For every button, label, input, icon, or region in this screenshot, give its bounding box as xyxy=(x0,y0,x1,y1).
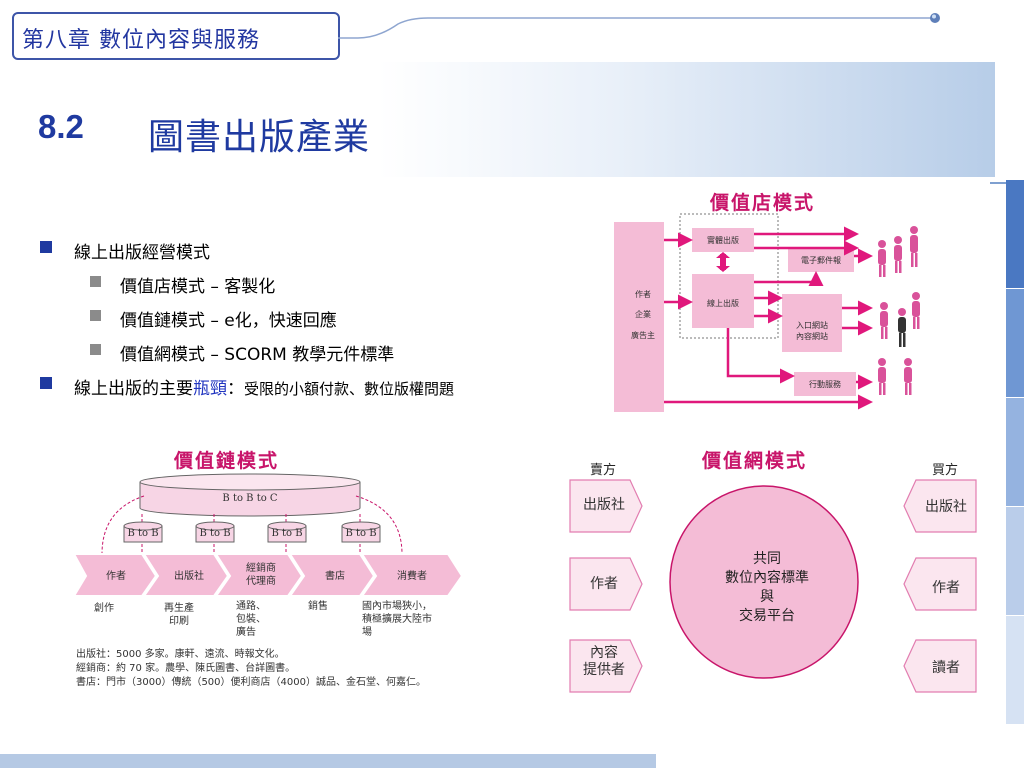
bullet-text: 受限的小額付款、數位版權問題 xyxy=(244,380,455,398)
center-text: 共同 數位內容標準 與 交易平台 xyxy=(672,550,862,626)
square-bullet-icon xyxy=(40,241,52,253)
side-bar-segment xyxy=(1006,507,1024,616)
buyer-box-label: 作者 xyxy=(932,580,960,596)
note-line: 書店：門市（3000）傳統（500）便利商店（4000）誠品、金石堂、何嘉仁。 xyxy=(76,677,426,688)
people-icons xyxy=(878,226,920,395)
center-circle xyxy=(669,485,859,679)
bullet-list: 線上出版經營模式 價值店模式 – 客製化 價值鏈模式 – e化，快速回應 價值網… xyxy=(40,238,600,408)
bullet-item: 線上出版的主要瓶頸：受限的小額付款、數位版權問題 xyxy=(40,374,600,408)
stage-sub-label: 國內市場狹小， 積極擴展大陸市 場 xyxy=(362,601,432,638)
sub-bullet-text: 價值網模式 – SCORM 教學元件標準 xyxy=(120,345,395,365)
seller-arrow xyxy=(569,639,643,693)
source-label: 廣告主 xyxy=(631,331,655,340)
value-chain-title: 價值鏈模式 xyxy=(174,450,280,472)
center-line: 交易平台 xyxy=(739,608,795,624)
b2b-label: B to B xyxy=(127,528,159,539)
bullet-colon: ： xyxy=(227,379,244,399)
stage-label: 出版社 xyxy=(174,571,204,582)
seller-arrow xyxy=(569,557,643,611)
print-box xyxy=(692,228,754,252)
center-line: 共同 xyxy=(753,551,781,567)
chapter-tab: 第八章 數位內容與服務 xyxy=(12,12,340,60)
portal-label: 內容網站 xyxy=(796,332,828,341)
dashed-group xyxy=(679,213,779,339)
side-bar-segment xyxy=(1006,289,1024,398)
bullet-text: 線上出版的主要 xyxy=(74,379,193,399)
buyer-heading: 買方 xyxy=(932,463,959,478)
seller-box-label: 出版社 xyxy=(583,497,625,513)
bottom-bar xyxy=(0,754,656,768)
section-number: 8.2 xyxy=(38,108,84,145)
mobile-label: 行動服務 xyxy=(809,380,841,389)
seller-box-label: 作者 xyxy=(590,576,618,592)
side-bar-segment xyxy=(1006,398,1024,507)
side-bar-segment xyxy=(1006,180,1024,289)
sub-bullet-item: 價值鏈模式 – e化，快速回應 xyxy=(40,306,600,340)
seller-box-label: 內容 提供者 xyxy=(583,645,625,678)
square-bullet-icon xyxy=(90,344,101,355)
seller-arrow xyxy=(569,479,643,533)
sub-bullet-text: 價值鏈模式 – e化，快速回應 xyxy=(120,311,337,331)
b2b-label: B to B xyxy=(199,528,231,539)
stage-sub-label: 再生產 印刷 xyxy=(164,603,194,627)
square-bullet-icon xyxy=(90,310,101,321)
value-network-diagram xyxy=(569,479,977,693)
square-bullet-icon xyxy=(40,377,52,389)
value-shop-title: 價值店模式 xyxy=(710,192,816,214)
note-line: 經銷商：約 70 家。農學、陳氏圖書、台詳圖書。 xyxy=(76,663,296,674)
value-chain-diagram xyxy=(72,473,464,597)
portal-label: 入口網站 xyxy=(796,321,828,330)
value-shop-diagram xyxy=(614,213,920,412)
stage-label: 書店 xyxy=(325,571,345,582)
buyer-box-label: 讀者 xyxy=(932,660,960,676)
square-bullet-icon xyxy=(90,276,101,287)
bullet-text: 線上出版經營模式 xyxy=(74,243,210,263)
buyer-arrow xyxy=(903,479,977,533)
stage-label: 消費者 xyxy=(397,571,427,582)
buyer-arrow xyxy=(903,639,977,693)
bullet-highlight: 瓶頸 xyxy=(193,379,227,399)
page-title: 圖書出版產業 xyxy=(148,117,371,158)
online-label: 線上出版 xyxy=(707,299,739,308)
stage-sub-label: 銷售 xyxy=(308,601,328,612)
bullet-item: 線上出版經營模式 xyxy=(40,238,600,272)
print-label: 實體出版 xyxy=(707,236,739,245)
stage-sub-label: 通路、 包裝、 廣告 xyxy=(236,601,266,638)
b2b-label: B to B xyxy=(271,528,303,539)
b2b-label: B to B xyxy=(345,528,377,539)
center-line: 數位內容標準 xyxy=(725,570,809,586)
source-label: 作者 xyxy=(635,290,651,299)
stage-label: 作者 xyxy=(106,571,126,582)
value-network-title: 價值網模式 xyxy=(702,450,808,472)
source-label: 企業 xyxy=(635,310,651,319)
mobile-box xyxy=(794,372,856,396)
b2b2c-label: B to B to C xyxy=(222,493,278,504)
header-decoration-line xyxy=(338,13,940,39)
sub-bullet-item: 價值店模式 – 客製化 xyxy=(40,272,600,306)
publisher-notes: 出版社：5000 多家。康軒、遠流、時報文化。 經銷商：約 70 家。農學、陳氏… xyxy=(76,648,426,690)
email-box xyxy=(788,248,854,272)
side-bar-segment xyxy=(1006,616,1024,725)
stage-label: 經銷商 代理商 xyxy=(246,563,276,587)
buyer-arrow xyxy=(903,557,977,611)
seller-heading: 賣方 xyxy=(590,463,617,478)
title-band xyxy=(0,62,995,177)
right-side-bar xyxy=(1006,180,1024,768)
source-box xyxy=(614,222,664,412)
portal-box xyxy=(782,294,842,352)
online-box xyxy=(692,274,754,328)
note-line: 出版社：5000 多家。康軒、遠流、時報文化。 xyxy=(76,649,285,660)
stage-sub-label: 創作 xyxy=(94,603,114,614)
center-line: 與 xyxy=(760,589,774,605)
sub-bullet-item: 價值網模式 – SCORM 教學元件標準 xyxy=(40,340,600,374)
email-label: 電子郵件報 xyxy=(801,256,841,265)
sub-bullet-text: 價值店模式 – 客製化 xyxy=(120,277,276,297)
buyer-box-label: 出版社 xyxy=(925,499,967,515)
